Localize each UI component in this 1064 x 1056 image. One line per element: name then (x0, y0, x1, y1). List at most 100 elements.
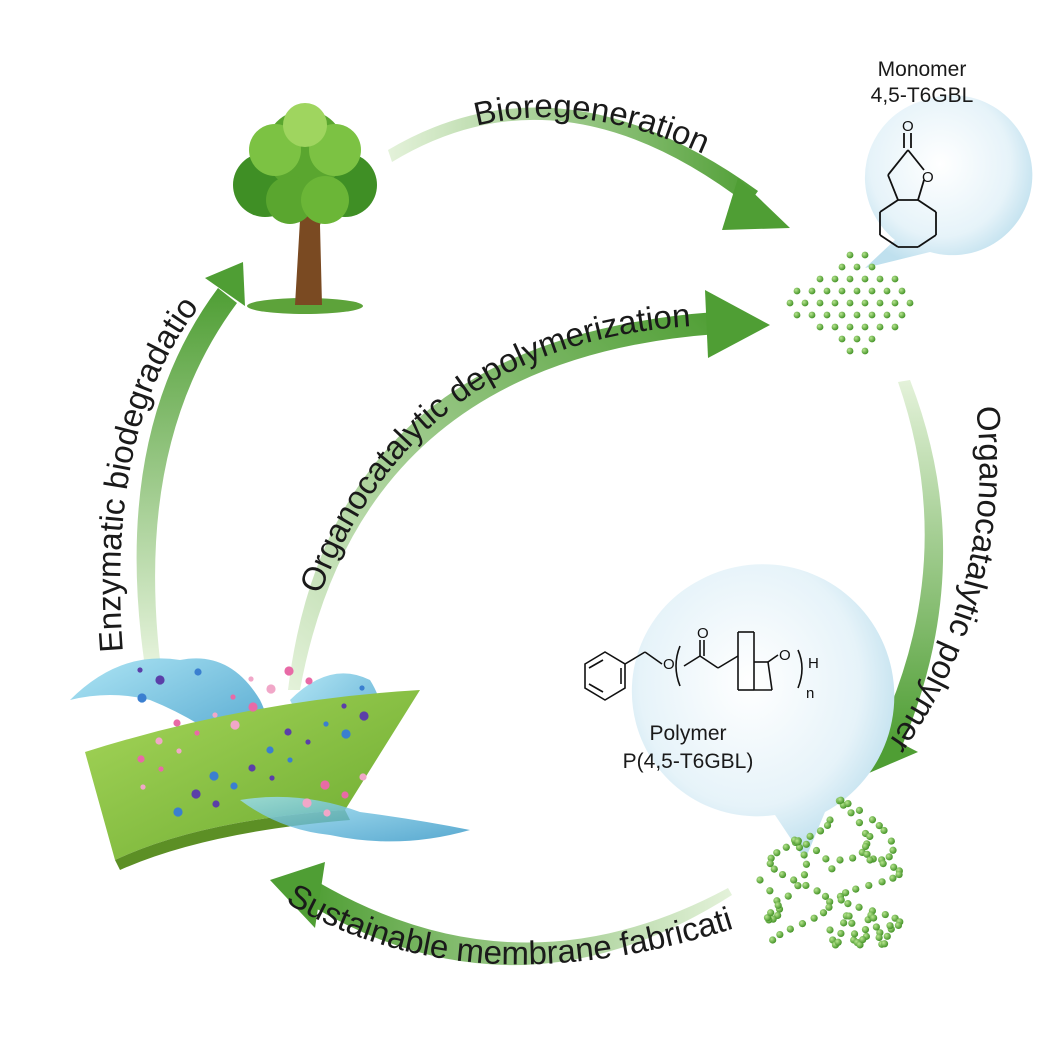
polymer-bead (887, 837, 895, 845)
water-particle (305, 677, 313, 685)
monomer-dot (831, 323, 839, 331)
polymer-bead (810, 914, 818, 922)
water-particle (284, 666, 294, 676)
polymer-bead (819, 909, 828, 917)
polymer-o2: O (697, 625, 709, 642)
monomer-dot (823, 287, 831, 295)
monomer-dot (876, 299, 884, 307)
water-particle (341, 729, 351, 739)
water-splash-lower (240, 796, 470, 842)
monomer-dot (891, 275, 899, 283)
polymer-bead (837, 896, 845, 904)
monomer-dot (816, 275, 824, 283)
polymer-bead (863, 850, 871, 858)
polymer-structure (584, 631, 803, 701)
monomer-dot (823, 311, 831, 319)
polymer-bead (865, 881, 873, 890)
water-particle (266, 746, 274, 754)
arrow-bioregeneration (388, 107, 790, 230)
water-particle (323, 721, 329, 727)
arrow-depolymerization (288, 290, 770, 690)
polymer-bead (802, 881, 810, 890)
monomer-dot (876, 275, 884, 283)
water-particle (158, 766, 164, 772)
polymer-bead (850, 930, 859, 938)
polymer-name: P(4,5-T6GBL) (623, 750, 754, 773)
monomer-dot (853, 335, 861, 343)
polymer-bead (866, 856, 874, 864)
monomer-dot (838, 335, 846, 343)
monomer-dot (853, 311, 861, 319)
polymer-bead (825, 903, 833, 911)
polymer-bead (821, 892, 830, 900)
monomer-dot (868, 287, 876, 295)
polymer-bead (826, 898, 834, 906)
polymer-bead (836, 856, 844, 864)
water-particle (176, 748, 182, 754)
monomer-dot (801, 299, 809, 307)
water-particle (140, 784, 146, 790)
polymer-bead (822, 855, 830, 863)
monomer-ring-o: O (922, 169, 934, 186)
water-particle (359, 773, 367, 781)
water-particle (284, 728, 292, 736)
monomer-dot (891, 299, 899, 307)
polymer-bead (828, 865, 836, 873)
monomer-dot (906, 299, 914, 307)
water-particle (173, 719, 181, 727)
water-particle (266, 684, 276, 694)
polymer-bead (766, 887, 774, 895)
monomer-dot (853, 263, 861, 271)
monomer-dot (793, 287, 801, 295)
tree-icon (233, 103, 377, 314)
monomer-dot (853, 287, 861, 295)
polymer-bubble (631, 564, 895, 860)
polymer-bead (842, 889, 850, 897)
membrane-icon (85, 690, 420, 870)
polymer-bead (837, 796, 845, 804)
polymer-bead (782, 843, 790, 851)
water-particle (305, 739, 311, 745)
polymer-bead (812, 846, 821, 855)
polymer-bead (798, 920, 807, 928)
monomer-dot (861, 251, 869, 259)
monomer-dot (883, 311, 891, 319)
monomer-carbonyl-o: O (902, 118, 914, 135)
monomer-dot (846, 251, 854, 259)
polymer-bead (826, 816, 834, 824)
monomer-dot (846, 275, 854, 283)
polymer-o3: O (779, 647, 791, 664)
monomer-dot (831, 275, 839, 283)
monomer-dot (846, 299, 854, 307)
monomer-dots-icon (786, 251, 914, 355)
monomer-dot (831, 299, 839, 307)
polymer-bead (889, 874, 897, 882)
polymer-bead (813, 887, 821, 895)
water-particle (137, 693, 147, 703)
polymer-end-group: H (808, 655, 819, 672)
monomer-dot (868, 335, 876, 343)
monomer-dot (838, 311, 846, 319)
polymer-bead (852, 885, 860, 893)
polymer-bead (883, 932, 891, 940)
polymer-bead (802, 840, 810, 848)
polymer-bead (885, 853, 893, 861)
polymer-bead (844, 799, 852, 808)
monomer-title: Monomer (878, 58, 967, 81)
monomer-dot (861, 347, 869, 355)
water-particle (302, 798, 312, 808)
monomer-dot (786, 299, 794, 307)
polymer-o1: O (663, 656, 675, 673)
water-particle (269, 775, 275, 781)
water-particle (341, 703, 347, 709)
water-particle (248, 702, 258, 712)
polymer-bead (790, 876, 798, 884)
polymer-bead (800, 871, 809, 879)
polymer-bead (769, 936, 777, 944)
monomer-dot (891, 323, 899, 331)
monomer-dot (898, 287, 906, 295)
water-particle (248, 676, 254, 682)
polymer-bead (794, 838, 802, 846)
monomer-dot (861, 323, 869, 331)
